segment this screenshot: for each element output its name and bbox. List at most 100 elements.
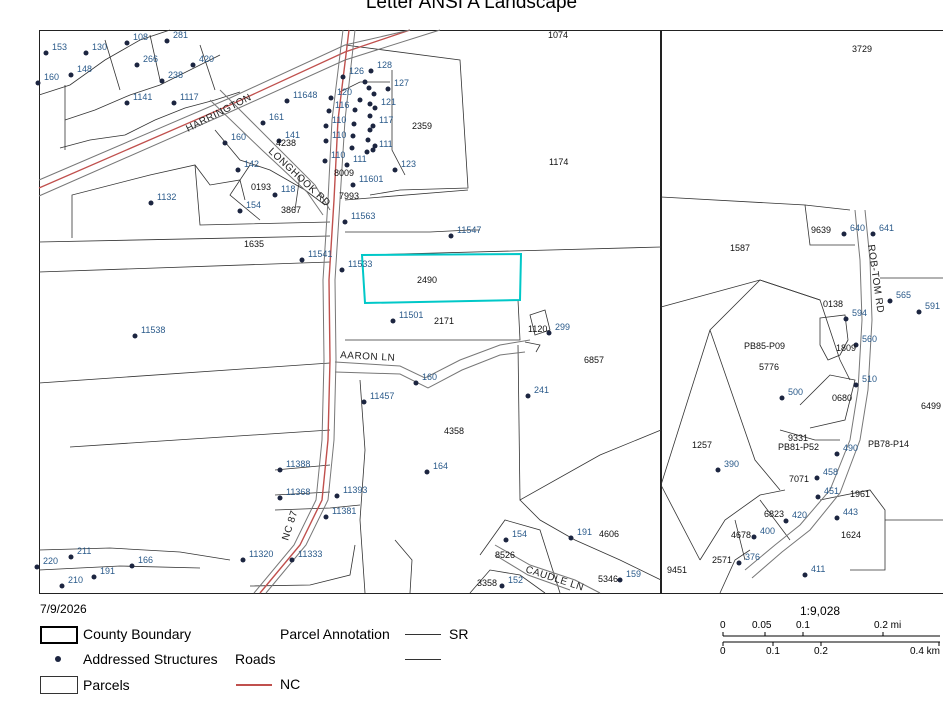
structure-dot bbox=[171, 100, 177, 106]
parcel-id-label: PB81-P52 bbox=[778, 442, 819, 452]
legend-sr-line bbox=[405, 634, 441, 635]
parcel-id-label: 2171 bbox=[434, 316, 454, 326]
parcel-id-label: 9331 bbox=[788, 433, 808, 443]
parcel-id-label: 3358 bbox=[477, 578, 497, 588]
road-label-aaron: AARON LN bbox=[340, 350, 396, 364]
address-label: 110 bbox=[331, 150, 345, 160]
scale-mi-2: 0.1 bbox=[796, 620, 810, 631]
legend-roads: Roads bbox=[235, 651, 276, 667]
address-label: 420 bbox=[792, 510, 807, 520]
scale-mi-1: 0.05 bbox=[752, 620, 772, 631]
structure-dot bbox=[715, 467, 721, 473]
address-label: 11381 bbox=[332, 506, 356, 516]
structure-dot bbox=[783, 518, 789, 524]
address-label: 376 bbox=[745, 552, 760, 562]
scale-km-0: 0 bbox=[720, 646, 726, 657]
parcel-id-label: 1635 bbox=[244, 239, 264, 249]
parcel-id-label: 8526 bbox=[495, 550, 515, 560]
road-label-robtom: ROB-TOM RD bbox=[865, 244, 886, 314]
structure-dot bbox=[34, 564, 40, 570]
address-label: 591 bbox=[925, 301, 940, 311]
structure-dot bbox=[326, 108, 332, 114]
structure-dot bbox=[499, 583, 505, 589]
structure-dot bbox=[751, 534, 757, 540]
structure-dot bbox=[344, 162, 350, 168]
structure-dot bbox=[323, 514, 329, 520]
structure-dot bbox=[289, 557, 295, 563]
structure-dot bbox=[68, 554, 74, 560]
address-label: 11533 bbox=[348, 259, 372, 269]
address-label: 641 bbox=[879, 223, 894, 233]
address-label: 443 bbox=[843, 507, 858, 517]
address-label: 142 bbox=[244, 159, 259, 169]
parcel-id-label: PB78-P14 bbox=[868, 439, 909, 449]
structure-dot bbox=[91, 574, 97, 580]
scale-bar bbox=[722, 632, 940, 646]
structure-dot bbox=[834, 451, 840, 457]
address-label: 11388 bbox=[286, 459, 310, 469]
parcel-id-label: 7071 bbox=[789, 474, 809, 484]
structure-dot bbox=[390, 318, 396, 324]
structure-dot bbox=[322, 158, 328, 164]
address-label: 458 bbox=[823, 467, 838, 477]
address-label: 153 bbox=[52, 42, 67, 52]
address-label: 11333 bbox=[298, 549, 322, 559]
structure-dot bbox=[568, 535, 574, 541]
structure-dot bbox=[802, 572, 808, 578]
structure-dot bbox=[385, 86, 391, 92]
address-label: 211 bbox=[77, 546, 91, 556]
parcel-id-label: 4606 bbox=[599, 529, 619, 539]
structure-dot bbox=[59, 583, 65, 589]
townhome-structures bbox=[349, 79, 378, 155]
highlighted-parcel[interactable] bbox=[360, 252, 523, 305]
address-label: 148 bbox=[77, 64, 92, 74]
address-label: 160 bbox=[422, 372, 437, 382]
structure-dot bbox=[83, 50, 89, 56]
structure-dot bbox=[448, 233, 454, 239]
structure-dot bbox=[843, 316, 849, 322]
address-label: 11320 bbox=[249, 549, 273, 559]
address-label: 120 bbox=[337, 87, 352, 97]
address-label: 11501 bbox=[399, 310, 423, 320]
structure-dot bbox=[815, 494, 821, 500]
address-label: 110 bbox=[332, 130, 346, 140]
structure-dot bbox=[148, 200, 154, 206]
structure-dot bbox=[870, 231, 876, 237]
parcel-id-label: 1120 bbox=[528, 324, 547, 334]
address-label: 11648 bbox=[293, 90, 317, 100]
parcel-map[interactable]: HARRINGTON LONGHOOK RD NC 87 AARON LN RO… bbox=[0, 0, 943, 596]
parcel-id-label: 1961 bbox=[850, 489, 870, 499]
structure-dot bbox=[134, 62, 140, 68]
structure-dot bbox=[277, 467, 283, 473]
address-label: 281 bbox=[173, 30, 188, 40]
structure-dot bbox=[350, 182, 356, 188]
structure-dot bbox=[736, 560, 742, 566]
structure-dot bbox=[323, 123, 329, 129]
address-label: 420 bbox=[199, 54, 214, 64]
parcel-id-label: 5346 bbox=[598, 574, 618, 584]
parcel-id-label: 1074 bbox=[548, 30, 568, 40]
road-label-caudle: CAUDLE LN bbox=[524, 564, 585, 593]
legend-roads-line bbox=[405, 659, 441, 660]
structure-dot bbox=[339, 267, 345, 273]
structure-dot bbox=[853, 342, 859, 348]
legend-addressed-structures: Addressed Structures bbox=[83, 651, 218, 667]
structure-dot bbox=[916, 309, 922, 315]
address-label: 560 bbox=[862, 334, 877, 344]
parcel-id-label: 2490 bbox=[417, 275, 437, 285]
address-label: 510 bbox=[862, 374, 877, 384]
structure-dot bbox=[68, 72, 74, 78]
scale-km-3: 0.4 km bbox=[910, 646, 941, 657]
structure-dot bbox=[272, 192, 278, 198]
structure-dot bbox=[340, 74, 346, 80]
legend-nc-line bbox=[236, 684, 272, 686]
address-label: 1141 bbox=[133, 92, 152, 102]
address-label: 152 bbox=[508, 575, 523, 585]
parcel-id-label: 0680 bbox=[832, 393, 852, 403]
address-label: 117 bbox=[379, 115, 393, 125]
address-label: 11538 bbox=[141, 325, 165, 335]
address-label: 565 bbox=[896, 290, 911, 300]
address-label: 11457 bbox=[370, 391, 394, 401]
structure-dot bbox=[372, 105, 378, 111]
structure-dot bbox=[368, 68, 374, 74]
